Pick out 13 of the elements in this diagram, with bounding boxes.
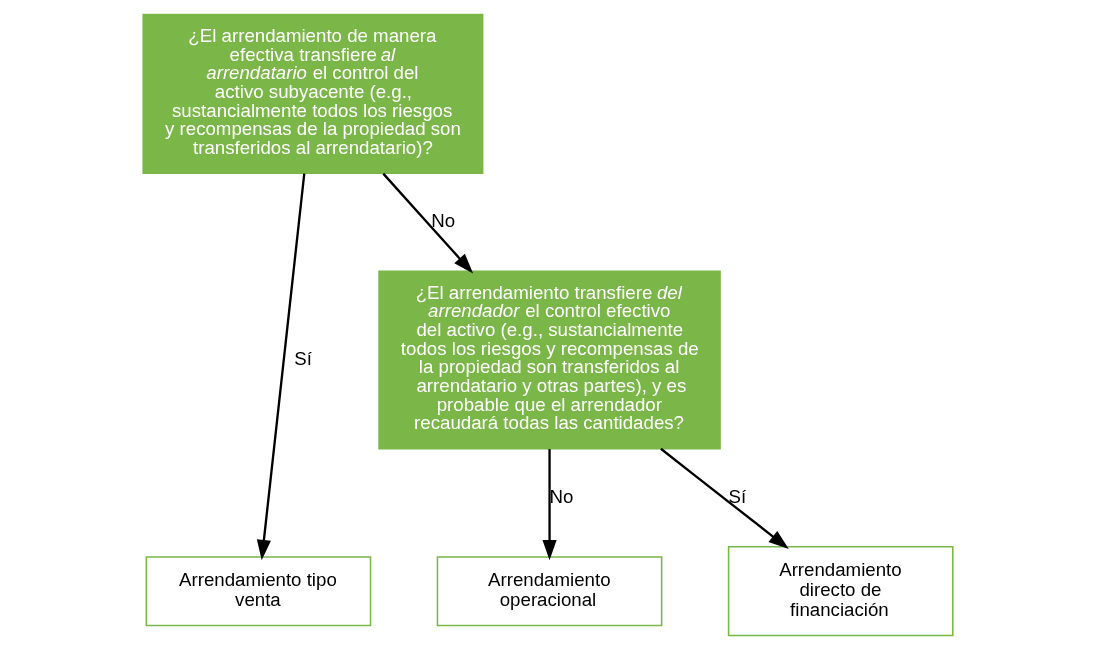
arrow bbox=[381, 172, 473, 274]
node-box: Arrendamiento tipo venta bbox=[145, 556, 371, 627]
node-box: ¿El arrendamiento de manera efectiva transfiere al arrendatario el control del activo subyacente (e.g., sustancialmente todos los riesgos y recompensas de la propiedad son transferidos al arrendatario)? bbox=[141, 13, 483, 174]
edge-label: Sí bbox=[293, 347, 312, 369]
node-box: Arrendamiento operacional bbox=[436, 556, 662, 627]
edge-label: No bbox=[549, 485, 573, 507]
arrow bbox=[541, 449, 557, 561]
edge-label: Sí bbox=[728, 485, 746, 507]
node-box: ¿El arrendamiento transfiere del arrendador el control efectivo del activo (e.g., sustancialmente todos los riesgos y recompensas de la propiedad son transferidos al arrendatario y otras partes), y es probable que el arrendador recaudará todas las cantidades? bbox=[377, 270, 721, 450]
edge-label: No bbox=[430, 210, 455, 232]
node-box: Arrendamiento directo de financiación bbox=[727, 546, 954, 637]
arrow bbox=[659, 447, 789, 549]
arrow bbox=[256, 173, 305, 561]
